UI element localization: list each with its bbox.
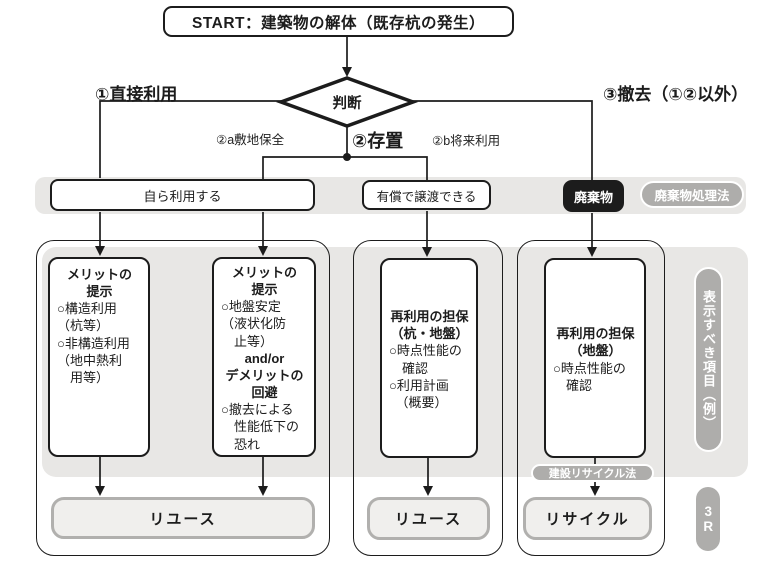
branch-label-site-preserve: ②a敷地保全 bbox=[216, 133, 285, 147]
item-box-merit-ground: メリットの 提示 ○地盤安定 （液状化防 止等） and/or デメリットの 回… bbox=[212, 257, 316, 457]
item-box-subtitle: デメリットの 回避 bbox=[225, 367, 304, 401]
item-box-title: メリットの 提示 bbox=[66, 267, 132, 300]
branch-left-line bbox=[99, 100, 285, 178]
item-box-title: 再利用の担保 （地盤） bbox=[556, 326, 635, 359]
start-node: START：建築物の解体（既存杭の発生） bbox=[163, 6, 514, 37]
branch-label-removal: ③撤去（①②以外） bbox=[603, 85, 749, 104]
decision-label: 判断 bbox=[332, 95, 362, 112]
arrowhead-icon bbox=[95, 486, 105, 496]
branch-label-future-use: ②b将来利用 bbox=[432, 134, 501, 148]
decision-diamond bbox=[275, 76, 419, 128]
arrowhead-icon bbox=[342, 67, 352, 77]
arrowhead-icon bbox=[590, 486, 600, 496]
start-label: START：建築物の解体（既存杭の発生） bbox=[191, 14, 485, 32]
output-reuse-1: リユース bbox=[51, 497, 315, 539]
output-recycle: リサイクル bbox=[523, 497, 652, 540]
group-preserve-transfer bbox=[353, 240, 503, 556]
three-r-badge: 3R bbox=[696, 487, 720, 551]
item-box-title: 再利用の担保 （杭・地盤） bbox=[390, 309, 469, 342]
condition-self-use: 自ら利用する bbox=[50, 179, 315, 211]
arrowhead-icon bbox=[587, 247, 597, 257]
arrowhead-icon bbox=[258, 486, 268, 496]
arrowhead-icon bbox=[258, 246, 268, 256]
arrowhead-icon bbox=[95, 246, 105, 256]
item-box-body: ○時点性能の 確認 ○利用計画 （概要） bbox=[389, 343, 462, 410]
junction-dot bbox=[343, 153, 351, 161]
recycle-law-badge: 建設リサイクル法 bbox=[531, 464, 654, 482]
branch-label-preserve: ②存置 bbox=[352, 131, 404, 151]
item-box-merit-structural: メリットの 提示 ○構造利用 （杭等） ○非構造利用 （地中熱利 用等） bbox=[48, 257, 150, 457]
group-removal bbox=[517, 240, 665, 556]
output-reuse-2: リユース bbox=[367, 497, 490, 540]
condition-waste: 廃棄物 bbox=[563, 180, 624, 212]
item-box-body: ○時点性能の 確認 bbox=[553, 360, 626, 393]
group-direct-use bbox=[36, 240, 330, 556]
item-box-body: ○撤去による 性能低下の 恐れ bbox=[221, 402, 300, 452]
display-items-badge: 表示すべき項目（例） bbox=[694, 267, 723, 452]
condition-paid-transfer: 有償で譲渡できる bbox=[362, 180, 491, 210]
branch-label-direct-use: ①直接利用 bbox=[95, 85, 178, 104]
item-box-body: ○地盤安定 （液状化防 止等） bbox=[221, 299, 287, 349]
andor-label: and/or bbox=[244, 350, 285, 366]
item-box-title: メリットの 提示 bbox=[231, 265, 297, 298]
item-box-body: ○構造利用 （杭等） ○非構造利用 （地中熱利 用等） bbox=[57, 301, 130, 385]
item-box-reuse-guarantee-ground: 再利用の担保 （地盤） ○時点性能の 確認 bbox=[544, 258, 646, 458]
arrowhead-icon bbox=[423, 486, 433, 496]
branch-right-line bbox=[409, 100, 593, 181]
arrowhead-icon bbox=[422, 247, 432, 257]
item-box-reuse-guarantee-pile: 再利用の担保 （杭・地盤） ○時点性能の 確認 ○利用計画 （概要） bbox=[380, 258, 478, 458]
waste-law-badge: 廃棄物処理法 bbox=[640, 181, 744, 208]
